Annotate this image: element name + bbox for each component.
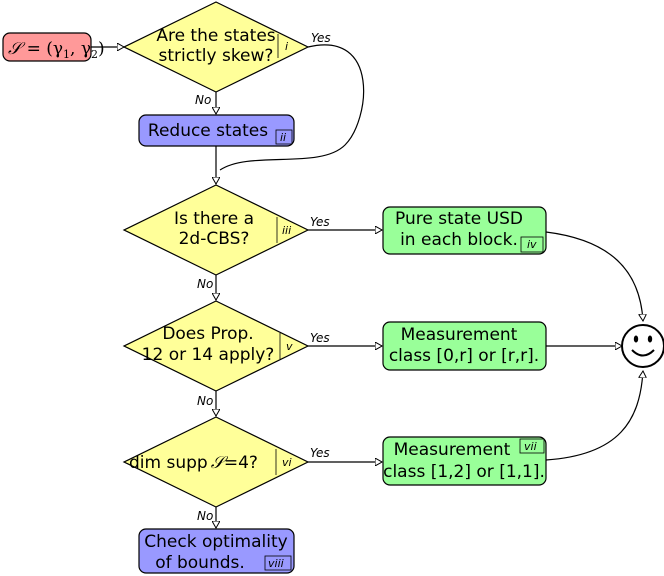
q2-yes-label: Yes <box>310 215 330 229</box>
q3-yes-label: Yes <box>310 331 330 345</box>
q1-line1: Are the states <box>156 26 275 46</box>
check-line2: of bounds. <box>155 553 245 573</box>
q1-line2: strictly skew? <box>159 46 274 66</box>
pure-state-usd-node: Pure state USD in each block. iv <box>382 206 547 255</box>
q3-tag: v <box>286 340 293 353</box>
start-node: 𝒮 = (γ1, γ2) <box>2 32 105 62</box>
start-label: 𝒮 = (γ1, γ2) <box>8 39 105 61</box>
q4-yes-label: Yes <box>310 446 330 460</box>
pure-line2: in each block. <box>400 230 518 250</box>
q1-tag: i <box>285 40 288 53</box>
q4-no-label: No <box>197 509 213 523</box>
meas1-line1: Measurement <box>401 325 518 345</box>
q2-line2: 2d-CBS? <box>179 229 250 249</box>
check-tag: viii <box>268 557 284 570</box>
smiley-icon <box>621 324 664 368</box>
check-optimality-node: Check optimality of bounds. viii <box>138 528 295 574</box>
edge-meas2-end <box>545 371 643 461</box>
measurement-class-0r-node: Measurement class [0,r] or [r,r]. <box>382 321 547 371</box>
pure-line1: Pure state USD <box>395 209 523 229</box>
measurement-class-12-node: Measurement class [1,2] or [1,1]. vii <box>382 436 547 486</box>
edge-pure-end <box>545 231 643 321</box>
decision-prop-apply: Does Prop. 12 or 14 apply? v <box>122 300 310 392</box>
meas2-line2: class [1,2] or [1,1]. <box>383 462 545 482</box>
meas2-line1: Measurement <box>394 440 511 460</box>
q1-yes-label: Yes <box>311 31 331 45</box>
reduce-label: Reduce states <box>148 121 268 141</box>
q2-tag: iii <box>282 224 291 237</box>
meas1-line2: class [0,r] or [r,r]. <box>389 346 539 366</box>
decision-strictly-skew: Are the states strictly skew? i <box>122 1 310 93</box>
meas2-tag: vii <box>524 440 537 453</box>
reduce-states-node: Reduce states ii <box>138 114 295 147</box>
q3-line1: Does Prop. <box>162 324 253 344</box>
q2-no-label: No <box>197 277 213 291</box>
q1-no-label: No <box>195 93 211 107</box>
reduce-tag: ii <box>280 131 286 144</box>
q3-line2: 12 or 14 apply? <box>142 345 275 365</box>
pure-tag: iv <box>527 238 537 251</box>
edge-q1-yes <box>219 44 365 171</box>
q2-line1: Is there a <box>174 209 254 229</box>
q4-tag: vi <box>282 456 292 469</box>
decision-2d-cbs: Is there a 2d-CBS? iii <box>122 184 310 276</box>
q3-no-label: No <box>197 394 213 408</box>
check-line1: Check optimality <box>144 532 287 552</box>
